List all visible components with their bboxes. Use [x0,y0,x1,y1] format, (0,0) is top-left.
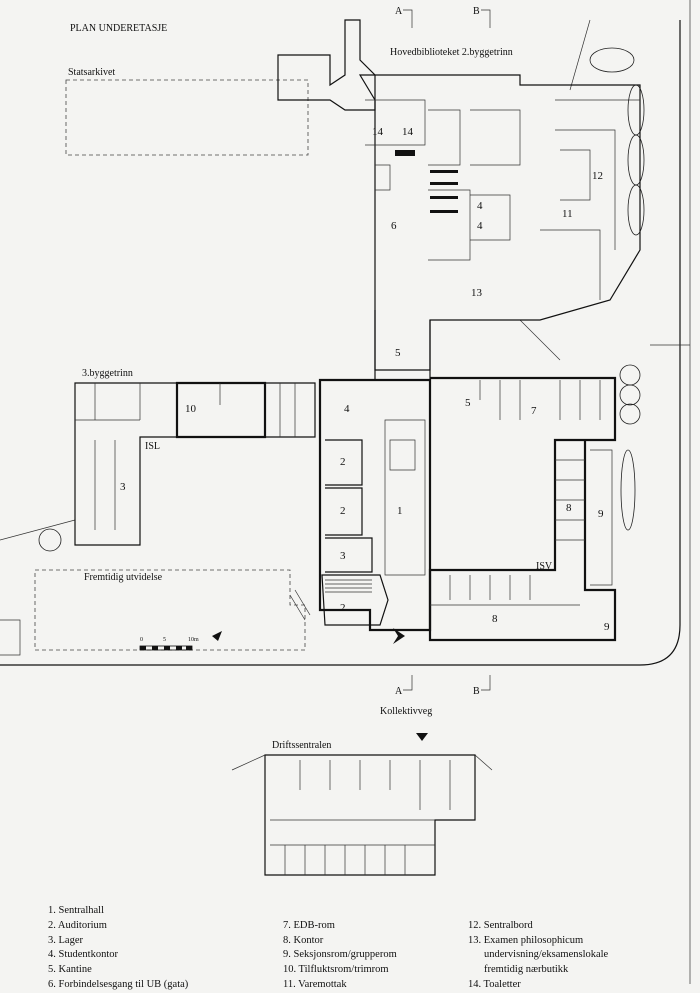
west-interior [75,383,296,530]
east-interior [430,380,613,606]
scale-tick-5: 5 [163,637,166,643]
legend-item: 6. Forbindelsesgang til UB (gata) [48,978,189,990]
room-4: 4 [344,403,350,415]
room-1: 1 [397,505,403,517]
room-8: 8 [566,502,572,514]
legend-item: 4. Studentkontor [48,949,118,961]
page-title: PLAN UNDERETASJE [70,23,167,34]
room-9: 9 [598,508,604,520]
legend-column-2: 7. EDB-rom 8. Kontor 9. Seksjonsrom/grup… [283,919,397,993]
room-11: 11 [562,208,573,220]
scale-tick-0: 0 [140,637,143,643]
room-13: 13 [471,287,483,299]
label-isv: ISV [536,561,553,572]
stairs [289,579,372,621]
label-hovedbiblioteket: Hovedbiblioteket 2.byggetrinn [390,47,513,58]
legend-item: 14. Toaletter [468,978,521,990]
room-2: 2 [340,505,346,517]
legend-item: undervisning/eksamenslokale [484,949,609,961]
legend-item: 7. EDB-rom [283,919,335,931]
room-12: 12 [592,170,603,182]
library-interior [365,99,640,300]
driftssentralen-interior [231,754,493,875]
legend-item: 10. Tilfluktsrom/trimrom [283,964,389,976]
room-2: 2 [340,602,346,614]
legend-item: 5. Kantine [48,964,92,976]
statsarkivet-outline [65,79,309,156]
room-6: 6 [391,220,397,232]
room-10: 10 [185,403,197,415]
room-14: 14 [402,126,414,138]
legend-item: 3. Lager [48,934,83,946]
room-2: 2 [340,456,346,468]
east-wing [428,376,617,642]
label-isl: ISL [145,441,160,452]
connector-corridor [374,310,431,380]
section-a-top: A [395,6,403,17]
central-block [318,378,432,632]
room-4: 4 [477,220,483,232]
legend-item: 12. Sentralbord [468,919,533,931]
legend-item: 9. Seksjonsrom/grupperom [283,949,397,961]
room-7: 7 [531,405,537,417]
label-driftssentralen: Driftssentralen [272,740,331,751]
scale-tick-10m: 10m [188,637,199,643]
legend-item: 8. Kontor [283,934,324,946]
trees [38,47,645,552]
shelter-room-10 [175,381,267,439]
site-diagonal [0,19,690,541]
label-statsarkivet: Statsarkivet [68,67,115,78]
room-3: 3 [120,481,126,493]
road-edge [0,20,681,666]
legend-column-1: 1. Sentralhall 2. Auditorium 3. Lager 4.… [48,904,188,993]
room-5: 5 [465,397,471,409]
central-hall [384,419,426,576]
legend-item: 11. Varemottak [283,978,347,990]
room-5: 5 [395,347,401,359]
label-3-byggetrinn: 3.byggetrinn [82,368,133,379]
library-building [358,74,641,371]
legend-item: 2. Auditorium [48,919,107,931]
legend-item: 1. Sentralhall [48,905,104,916]
legend-column-3: 12. Sentralbord 13. Examen philosophicum… [468,919,608,993]
library-shelves [395,150,458,213]
room-4: 4 [477,200,483,212]
west-wing [74,382,316,546]
connector [277,19,376,111]
room-8: 8 [492,613,498,625]
site-boundary [0,619,21,656]
room-9: 9 [604,621,610,633]
driftssentralen-building [264,754,476,876]
scale-bar [139,645,193,651]
section-markers [403,9,491,691]
legend-item: 13. Examen philosophicum [468,934,584,946]
room-14: 14 [372,126,384,138]
section-b-top: B [473,6,480,17]
north-arrow-icon [212,631,222,641]
label-fremtidig-utvidelse: Fremtidig utvidelse [84,572,163,583]
section-a-bottom: A [395,686,403,697]
section-b-bottom: B [473,686,480,697]
room-3: 3 [340,550,346,562]
legend-item: fremtidig nærbutikk [484,964,569,976]
label-kollektivveg: Kollektivveg [380,706,432,717]
entrance-arrow-icon [393,628,405,644]
auditoria [321,439,389,626]
future-extension-outline [34,569,306,651]
driftssentralen-entrance-icon [416,733,428,741]
